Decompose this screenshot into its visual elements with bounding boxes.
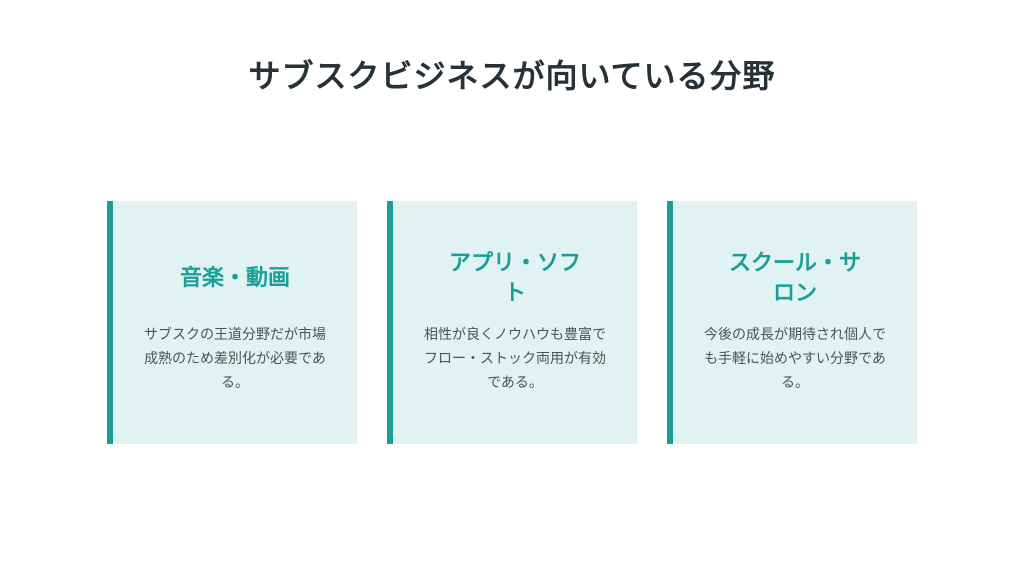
card-description: サブスクの王道分野だが市場成熟のため差別化が必要である。 [144, 327, 326, 391]
card-description: 今後の成長が期待され個人でも手軽に始めやすい分野である。 [704, 327, 886, 391]
card-school-salon: スクール・サロン 今後の成長が期待され個人でも手軽に始めやすい分野である。 [667, 201, 917, 444]
card-apps-software: アプリ・ソフト 相性が良くノウハウも豊富でフロー・ストック両用が有効である。 [387, 201, 637, 444]
card-title: アプリ・ソフト [448, 251, 581, 306]
card-title: スクール・サロン [728, 251, 861, 306]
card-title: 音楽・動画 [179, 266, 290, 291]
slide-title: サブスクビジネスが向いている分野 [248, 57, 776, 95]
card-description: 相性が良くノウハウも豊富でフロー・ストック両用が有効である。 [424, 327, 606, 391]
card-music-video: 音楽・動画 サブスクの王道分野だが市場成熟のため差別化が必要である。 [107, 201, 357, 444]
